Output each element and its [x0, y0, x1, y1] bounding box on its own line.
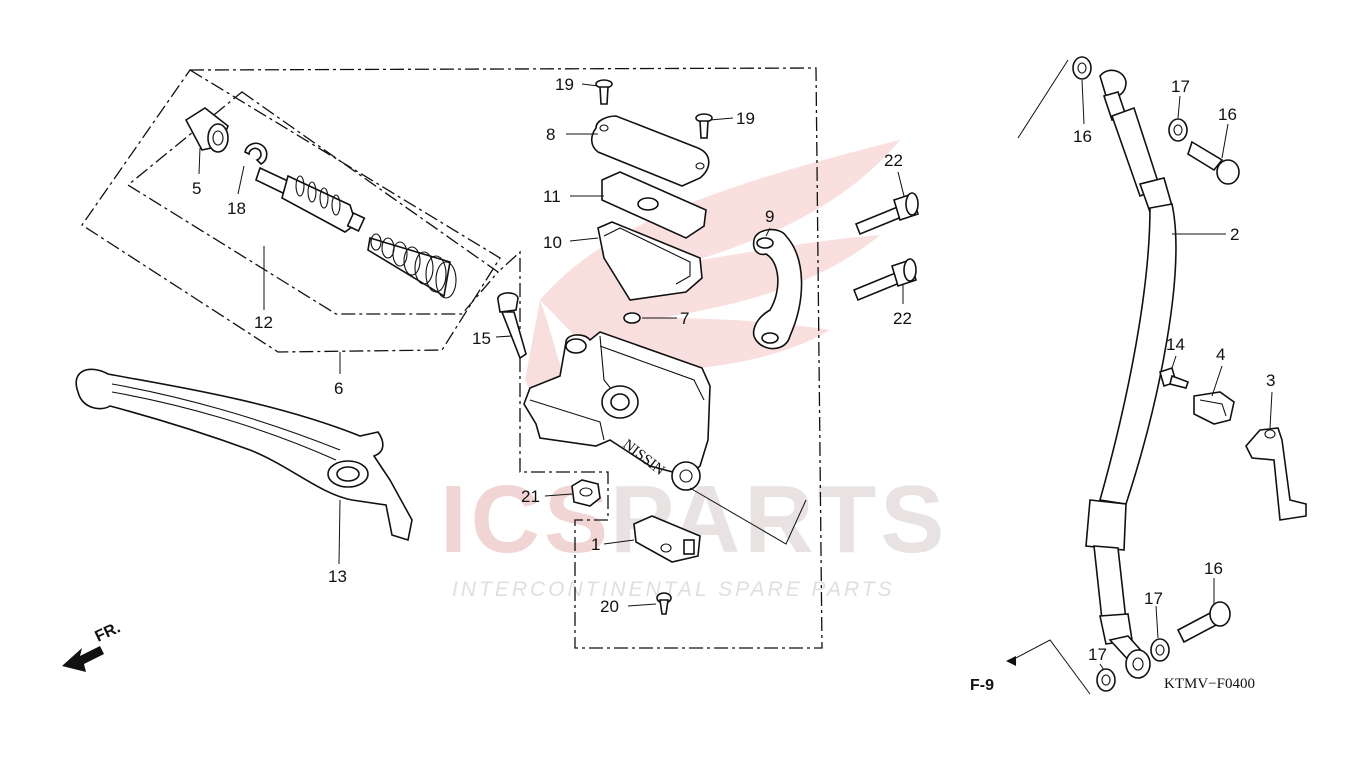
callout-17-top-right: 17: [1171, 77, 1190, 96]
assembly-12-frame: [126, 91, 499, 315]
return-spring: [367, 233, 457, 299]
watermark-tagline: INTERCONTINENTAL SPARE PARTS: [452, 578, 895, 601]
callout-11: 11: [543, 187, 561, 206]
oil-bolt-16-upper: [1187, 140, 1240, 185]
callout-21: 21: [521, 487, 540, 506]
sealing-washer-17-top-left: [1072, 56, 1092, 80]
callout-19-right: 19: [736, 109, 755, 128]
diagram-code: KTMV−F0400: [1164, 676, 1255, 692]
nut-21: [571, 479, 601, 507]
brake-hose-2: [1085, 69, 1177, 679]
front-direction-arrow: FR.: [62, 619, 123, 672]
handlebar-holder-9: [752, 228, 803, 350]
piston-boot-5: [184, 107, 229, 153]
sealing-washer-17-bottom-right: [1150, 638, 1170, 662]
callout-6: 6: [334, 379, 343, 398]
leader-lines: [198, 59, 1273, 695]
front-arrow-icon: [62, 646, 104, 672]
callout-19-top: 19: [555, 75, 574, 94]
washer-7: [623, 312, 641, 324]
callout-3: 3: [1266, 371, 1275, 390]
callout-labels: 19 19 8 11 10 7 9 22 22 15 21 1 20 5 18 …: [192, 75, 1275, 664]
reference-label: F-9: [970, 677, 994, 694]
callout-14: 14: [1166, 335, 1185, 354]
callout-16-lower: 16: [1204, 559, 1223, 578]
callout-2: 2: [1230, 225, 1239, 244]
diaphragm-10: [597, 221, 703, 301]
master-cylinder-frame: [189, 67, 823, 649]
callout-18: 18: [227, 199, 246, 218]
reservoir-cap-8: [590, 115, 710, 187]
diaphragm-plate-11: [601, 171, 707, 239]
assembly-6-frame: [81, 69, 501, 353]
bolt-22-lower: [852, 258, 917, 302]
callout-17-bottom-left: 17: [1088, 645, 1107, 664]
front-label: FR.: [93, 619, 124, 645]
callout-15: 15: [472, 329, 491, 348]
callout-4: 4: [1216, 345, 1225, 364]
callout-22-upper: 22: [884, 151, 903, 170]
hose-clamp-4: [1193, 391, 1235, 425]
reference-arrow-icon: [1006, 656, 1016, 666]
circlip-18: [244, 142, 268, 165]
callout-1: 1: [591, 535, 600, 554]
callout-12: 12: [254, 313, 273, 332]
callout-22-lower: 22: [893, 309, 912, 328]
reference-f9: F-9: [970, 656, 1016, 694]
screw-19-right: [695, 113, 713, 139]
callout-8: 8: [546, 125, 555, 144]
oil-bolt-16-lower: [1176, 601, 1231, 644]
callout-17-bottom-right: 17: [1144, 589, 1163, 608]
callout-10: 10: [543, 233, 562, 252]
master-cylinder-body: NISSIN: [523, 331, 711, 491]
bolt-22-upper: [854, 192, 919, 236]
bolt-14: [1159, 366, 1190, 389]
callout-7: 7: [680, 309, 689, 328]
callout-13: 13: [328, 567, 347, 586]
hose-guide-3: [1245, 427, 1307, 521]
callout-16-upper: 16: [1218, 105, 1237, 124]
sealing-washer-17-top-right: [1168, 118, 1188, 142]
callout-5: 5: [192, 179, 201, 198]
pivot-bolt-15: [497, 292, 527, 360]
callout-20: 20: [600, 597, 619, 616]
brake-lever-13: [75, 368, 413, 542]
sealing-washer-17-bottom-left: [1096, 668, 1116, 692]
piston-rod: [255, 166, 366, 233]
screw-19-top: [595, 79, 613, 105]
callout-9: 9: [765, 207, 774, 226]
callout-17-top-left: 16: [1073, 127, 1092, 146]
stop-switch-1: [633, 515, 701, 563]
screw-20: [656, 592, 672, 615]
